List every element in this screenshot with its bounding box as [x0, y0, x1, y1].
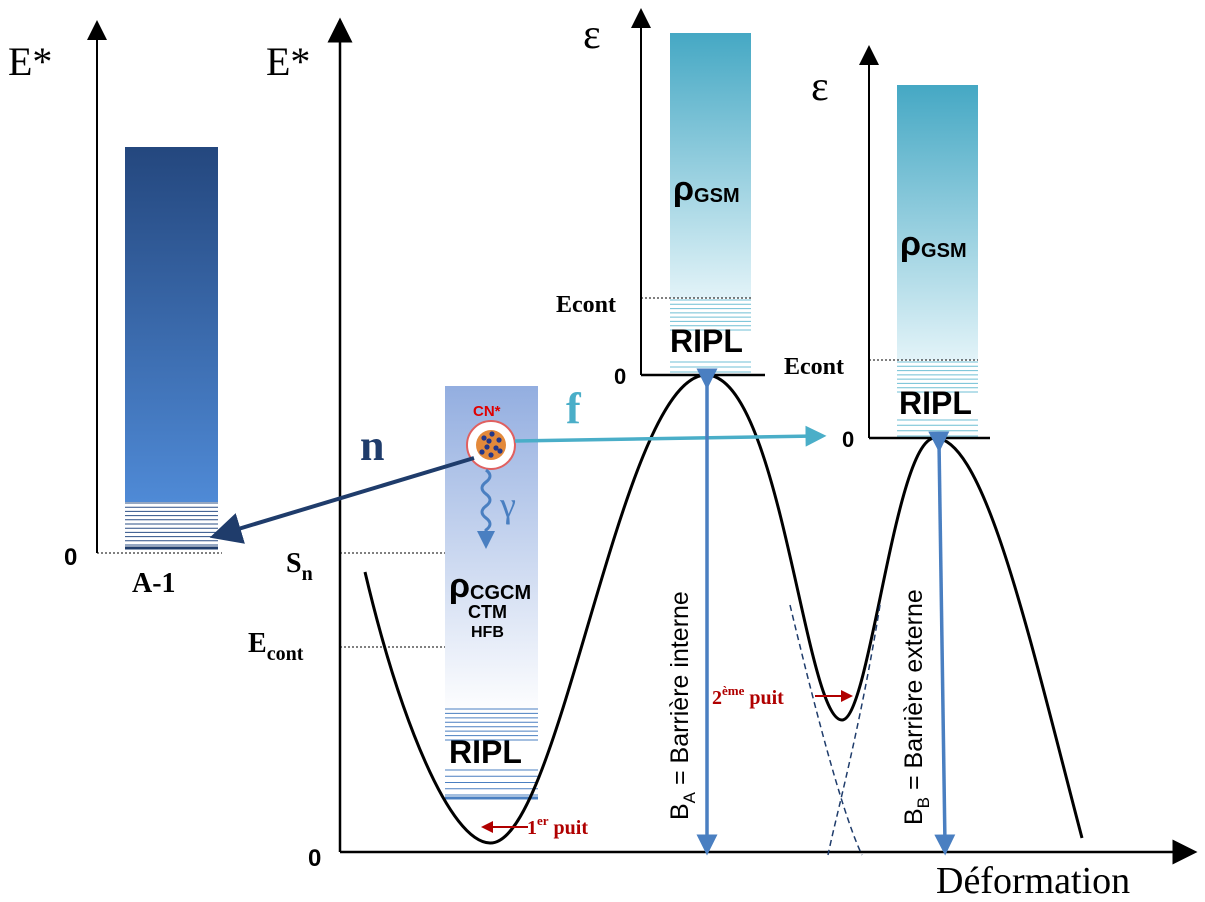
fission-label: f [566, 384, 582, 433]
fission-arrow [514, 425, 827, 447]
nucleon-dot [488, 452, 494, 458]
sn-label: Sn [286, 548, 313, 585]
outer-econt-label: Econt [784, 354, 844, 380]
inner-discrete-levels [670, 299, 751, 373]
left-nucleus-label: A-1 [132, 568, 176, 599]
x-axis-label: Déformation [936, 860, 1130, 902]
inner-parabola-dashed [789, 604, 863, 856]
inner-zero-label: 0 [614, 364, 626, 389]
nucleon-dot [497, 448, 503, 454]
neutron-label: n [360, 421, 384, 470]
main-panel: E* Déformation 0 Sn Econt CN* γ ρCGCM CT… [209, 17, 1198, 902]
second-well-label: 2ème puit [712, 683, 784, 709]
compound-nucleus-icon [466, 420, 516, 470]
inner-barrier-panel: ε ρGSM Econt RIPL 0 BA = Barrière intern… [556, 8, 765, 856]
nucleon-dot [493, 445, 499, 451]
econt-label: Econt [248, 628, 304, 665]
nucleon-dot [486, 438, 492, 444]
inner-rho-label: ρGSM [673, 170, 740, 208]
gamma-emission-arrow [477, 468, 495, 549]
inner-econt-label: Econt [556, 292, 616, 318]
outer-level-density-bar [897, 85, 978, 360]
gamma-label: γ [499, 485, 516, 525]
main-y-axis-label: E* [266, 39, 310, 84]
compound-discrete-levels [445, 708, 538, 800]
inner-ripl-label: RIPL [670, 323, 743, 359]
main-zero-label: 0 [308, 845, 321, 872]
outer-zero-label: 0 [842, 427, 854, 452]
compound-nucleus-label: CN* [473, 403, 501, 420]
nucleon-dot [489, 431, 495, 437]
nucleon-dot [496, 437, 502, 443]
outer-barrier-height-arrow [928, 431, 956, 856]
neutron-emission-arrow [209, 456, 475, 544]
fission-barrier-curve [363, 373, 1084, 845]
left-zero-label: 0 [64, 544, 77, 571]
left-panel: E* 0 A-1 [8, 20, 222, 599]
model-hfb-label: HFB [471, 624, 504, 641]
compound-ripl-label: RIPL [449, 734, 522, 770]
outer-rho-label: ρGSM [900, 225, 967, 263]
nucleon-dots [479, 431, 503, 458]
outer-ripl-label: RIPL [899, 385, 972, 421]
outer-barrier-label: BB = Barrière externe [900, 589, 933, 825]
outer-barrier-panel: ε ρGSM Econt RIPL 0 BB = Barrière extern… [784, 45, 990, 856]
inner-level-density-bar [670, 33, 751, 298]
outer-parabola-dashed [827, 604, 881, 856]
nucleon-dot [484, 444, 490, 450]
left-discrete-levels [125, 502, 218, 550]
left-y-axis-label: E* [8, 39, 52, 84]
outer-y-axis-label: ε [811, 64, 829, 110]
outer-discrete-levels [897, 361, 978, 437]
left-level-density-bar [125, 147, 218, 502]
model-ctm-label: CTM [468, 602, 507, 622]
rho-cgcm-label: ρCGCM [449, 567, 531, 605]
inner-y-axis-label: ε [583, 12, 601, 58]
nucleon-dot [481, 435, 487, 441]
nucleon-dot [479, 449, 485, 455]
inner-barrier-label: BA = Barrière interne [666, 591, 699, 820]
first-well-label: 1er puit [527, 813, 588, 839]
